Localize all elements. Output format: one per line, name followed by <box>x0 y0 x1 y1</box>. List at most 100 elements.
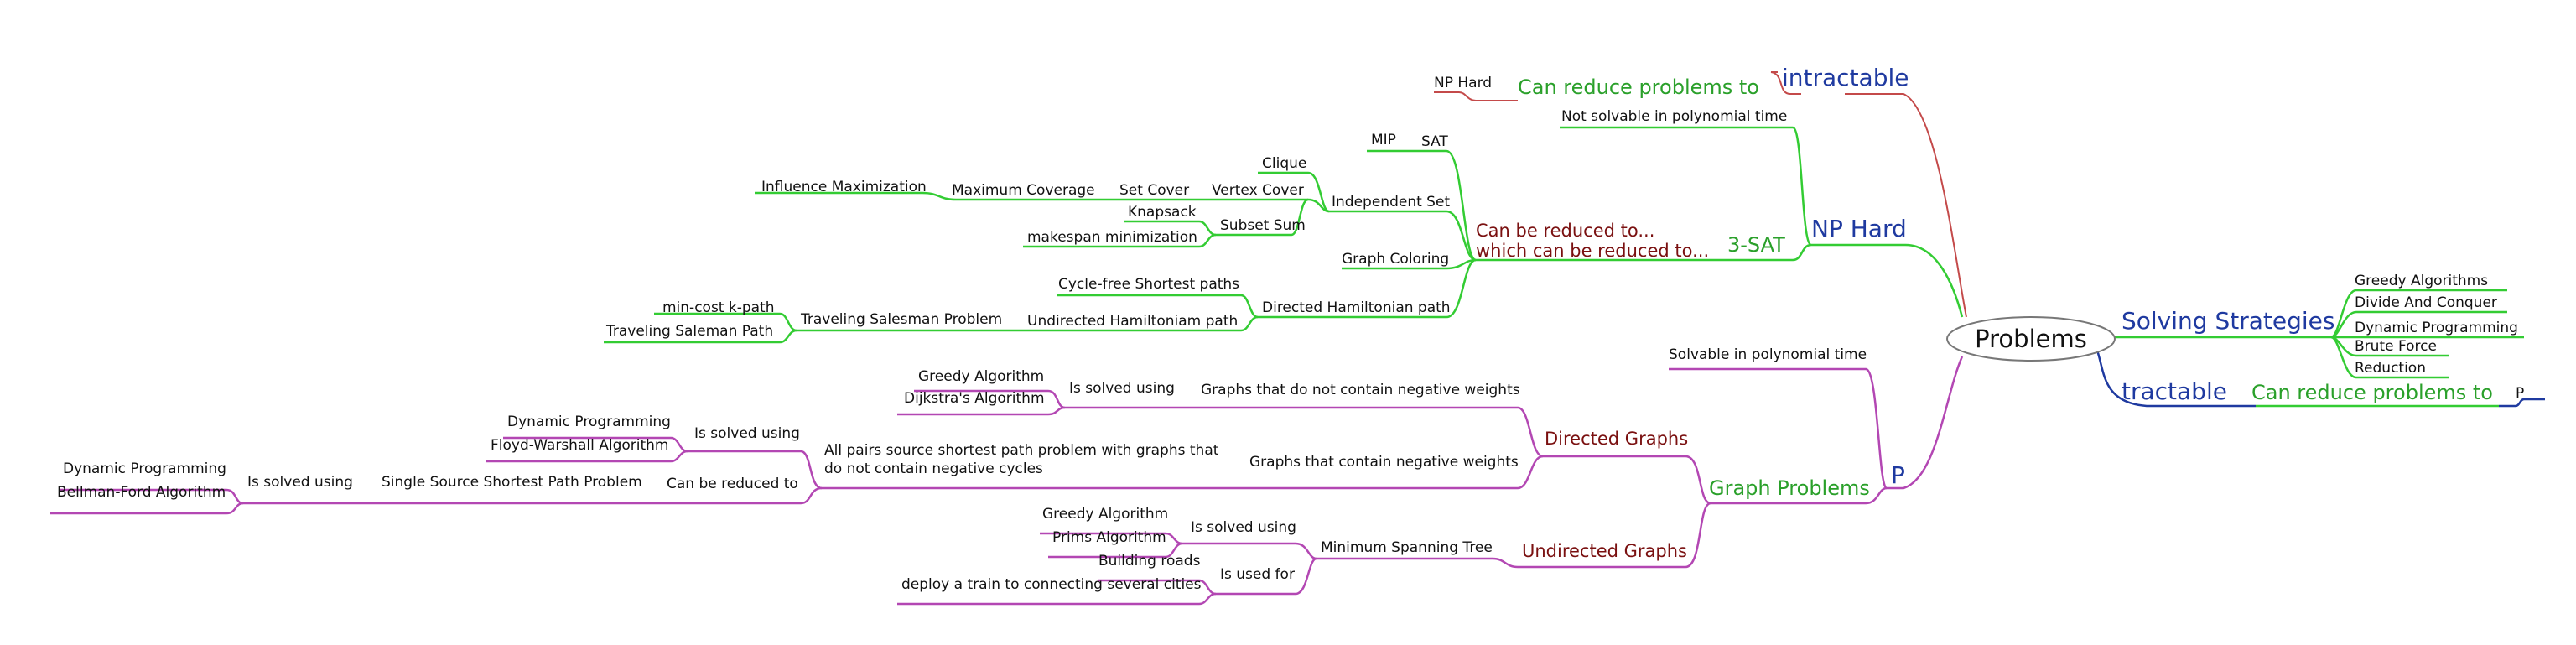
mip-label: MIP <box>1371 132 1396 148</box>
dynamic-programming-label: Dynamic Programming <box>63 460 226 477</box>
building-roads-label: Building roads <box>1098 553 1201 570</box>
min-cost-label: min-cost k-path <box>662 299 775 316</box>
vertex-cover-label: Vertex Cover <box>1212 182 1304 199</box>
graph-problems-label: Graph Problems <box>1709 476 1870 500</box>
makespan-label: makespan minimization <box>1027 229 1197 246</box>
connector-p-solvable <box>1669 367 1888 490</box>
set-cover-label: Set Cover <box>1119 182 1189 199</box>
connector-directed-noneg <box>1199 406 1544 458</box>
strategy-item: Divide And Conquer <box>2355 294 2497 311</box>
directed-hamiltonian-label: Directed Hamiltonian path <box>1262 299 1451 316</box>
greedy-algorithm-label: Greedy Algorithm <box>918 368 1044 385</box>
tsp-label: Traveling Salesman Problem <box>800 311 1002 328</box>
reduced-line-2: which can be reduced to... <box>1476 241 1709 261</box>
is-used-for-label: Is used for <box>1220 566 1295 583</box>
root-label: Problems <box>1975 325 2087 353</box>
connector-strategy-5 <box>2330 336 2449 379</box>
p-label: P <box>1891 461 1905 489</box>
cycle-free-label: Cycle-free Shortest paths <box>1058 276 1239 293</box>
connector-root-p <box>1887 356 1964 490</box>
connector-tsp-tsppath <box>604 329 797 344</box>
connector-gp-directed <box>1543 455 1711 505</box>
connector-dirham-undham <box>1023 315 1259 332</box>
maximum-coverage-label: Maximum Coverage <box>952 182 1095 199</box>
connector-reduced-sat <box>1417 149 1477 262</box>
all-pairs-line-1: All pairs source shortest path problem w… <box>824 442 1219 459</box>
deploy-train-label: deploy a train to connecting several cit… <box>901 576 1202 593</box>
intractable-target-label: NP Hard <box>1434 75 1492 91</box>
single-source-label: Single Source Shortest Path Problem <box>382 474 642 491</box>
connector-mst-usedfor <box>1216 557 1317 596</box>
is-solved-using-label: Is solved using <box>247 474 353 491</box>
solving-strategies-label: Solving Strategies <box>2122 307 2334 335</box>
dijkstra-label: Dijkstra's Algorithm <box>904 390 1045 407</box>
connector-nphard-notsolvable <box>1560 126 1813 247</box>
influence-maximization-label: Influence Maximization <box>761 179 927 195</box>
connector-root-tractable <box>2095 347 2256 408</box>
dynamic-programming-label: Dynamic Programming <box>507 414 671 430</box>
knapsack-label: Knapsack <box>1128 204 1197 221</box>
sat-label: SAT <box>1421 133 1448 150</box>
tsp-path-label: Traveling Saleman Path <box>605 323 773 340</box>
strategy-item: Greedy Algorithms <box>2355 273 2488 289</box>
no-negative-label: Graphs that do not contain negative weig… <box>1201 382 1520 398</box>
connector-indep-vertex <box>1208 198 1330 213</box>
connector-reduced-indep <box>1329 210 1477 262</box>
prims-label: Prims Algorithm <box>1052 529 1166 546</box>
independent-set-label: Independent Set <box>1332 194 1450 211</box>
connector-gp-undirected <box>1518 502 1711 569</box>
connector-reduced-dirham <box>1258 258 1477 319</box>
connector-solved-bellman <box>50 502 244 515</box>
connector-directed-neg <box>1241 455 1544 490</box>
strategy-item: Reduction <box>2355 360 2426 377</box>
connector-solved-dijkstra <box>897 406 1066 416</box>
connector-dirham-cyclefree <box>1057 294 1259 319</box>
reduced-line-1: Can be reduced to... <box>1476 221 1654 241</box>
intractable-label: intractable <box>1782 64 1909 91</box>
connector-allpairs-canreduce <box>662 486 823 505</box>
connector-reduce-nphard <box>1434 91 1518 101</box>
intractable-reduce-label: Can reduce problems to <box>1518 75 1759 99</box>
connector-intractable-reduce <box>1770 71 1801 95</box>
clique-label: Clique <box>1262 155 1306 172</box>
floyd-warshall-label: Floyd-Warshall Algorithm <box>491 437 668 454</box>
directed-graphs-label: Directed Graphs <box>1545 429 1688 449</box>
tractable-reduce-label: Can reduce problems to <box>2251 381 2493 404</box>
strategy-item: Dynamic Programming <box>2355 320 2518 336</box>
graph-coloring-label: Graph Coloring <box>1342 251 1449 268</box>
is-solved-using-label: Is solved using <box>694 425 800 442</box>
connector-maxcov-influence <box>755 191 957 201</box>
tractable-target-label: P <box>2516 385 2524 402</box>
greedy-algorithm-label: Greedy Algorithm <box>1042 506 1168 523</box>
connector-allpairs-solved <box>688 450 823 490</box>
is-solved-using-label: Is solved using <box>1191 519 1296 536</box>
connector-subset-makespan <box>1023 233 1217 248</box>
connector-p-graphproblems <box>1711 486 1888 505</box>
connector-solved-floyd <box>486 450 688 463</box>
connector-nphard-3sat <box>1727 243 1812 262</box>
can-be-reduced-to-label: Can be reduced to <box>667 476 798 492</box>
connector-vertex-subset <box>1216 198 1309 237</box>
connector-solved-prims <box>1048 542 1183 559</box>
three-sat-label: 3-SAT <box>1727 233 1785 257</box>
connector-root-nphard <box>1811 243 1964 318</box>
not-solvable-label: Not solvable in polynomial time <box>1561 108 1787 125</box>
mst-label: Minimum Spanning Tree <box>1321 539 1493 556</box>
connector-usedfor-deploy <box>897 592 1217 606</box>
undirected-graphs-label: Undirected Graphs <box>1522 541 1687 561</box>
nphard-label: NP Hard <box>1811 215 1907 242</box>
is-solved-using-label: Is solved using <box>1069 380 1175 397</box>
tractable-label: tractable <box>2122 377 2227 405</box>
undirected-hamiltonian-label: Undirected Hamiltoniam path <box>1027 313 1238 330</box>
bellman-ford-label: Bellman-Ford Algorithm <box>57 484 226 501</box>
solvable-label: Solvable in polynomial time <box>1669 346 1867 363</box>
connector-reduce-p <box>2499 398 2545 408</box>
root-node <box>1946 316 2116 362</box>
connector-mst-solved <box>1182 542 1317 560</box>
connector-root-intractable <box>1845 93 1967 318</box>
strategy-item: Brute Force <box>2355 338 2437 355</box>
connector-undirected-mst <box>1317 557 1519 569</box>
all-pairs-line-2: do not contain negative cycles <box>824 460 1043 477</box>
negative-label: Graphs that contain negative weights <box>1249 454 1519 471</box>
